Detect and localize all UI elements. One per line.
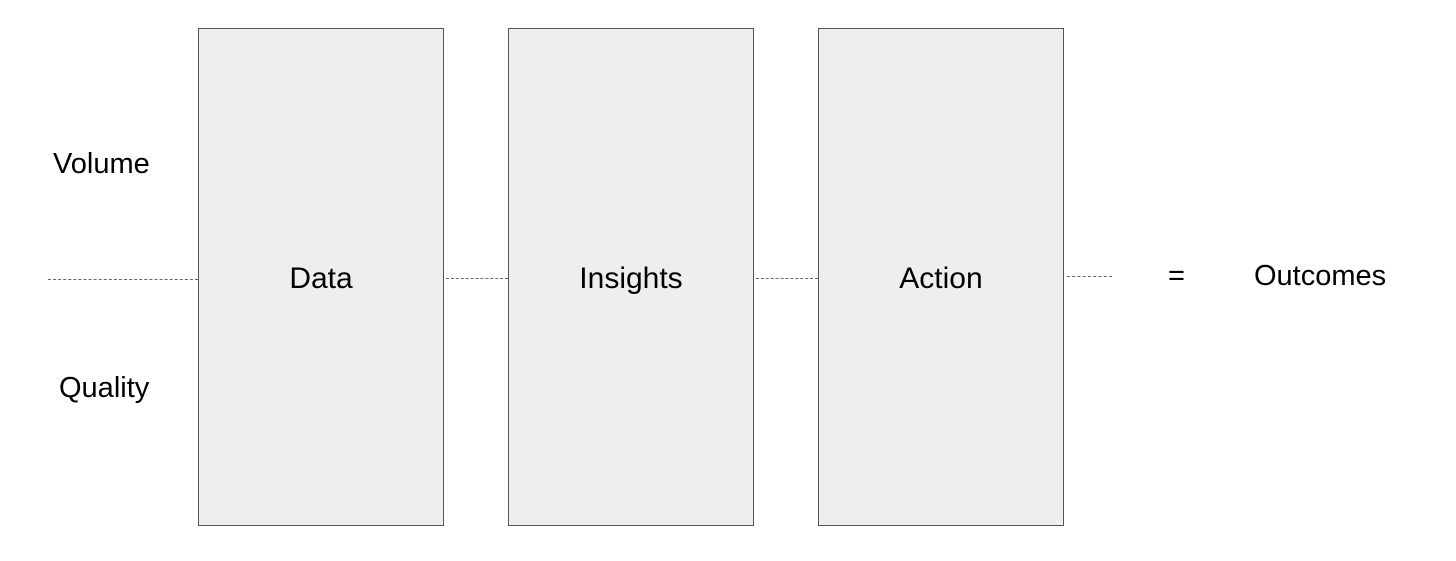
connector-data-to-insights bbox=[446, 278, 508, 279]
stage-box-action: Action bbox=[818, 28, 1064, 526]
stage-label-data: Data bbox=[289, 262, 353, 295]
input-label-quality: Quality bbox=[59, 372, 150, 404]
equals-symbol: = bbox=[1168, 260, 1185, 292]
connector-insights-to-action bbox=[756, 278, 818, 279]
stage-box-data: Data bbox=[198, 28, 444, 526]
result-label-outcomes: Outcomes bbox=[1254, 260, 1387, 292]
input-label-volume: Volume bbox=[53, 148, 150, 180]
stage-label-insights: Insights bbox=[579, 262, 683, 295]
connector-action-to-outcomes bbox=[1067, 276, 1112, 277]
stage-label-action: Action bbox=[899, 262, 983, 295]
stage-box-insights: Insights bbox=[508, 28, 754, 526]
connector-input-to-data bbox=[48, 279, 198, 280]
